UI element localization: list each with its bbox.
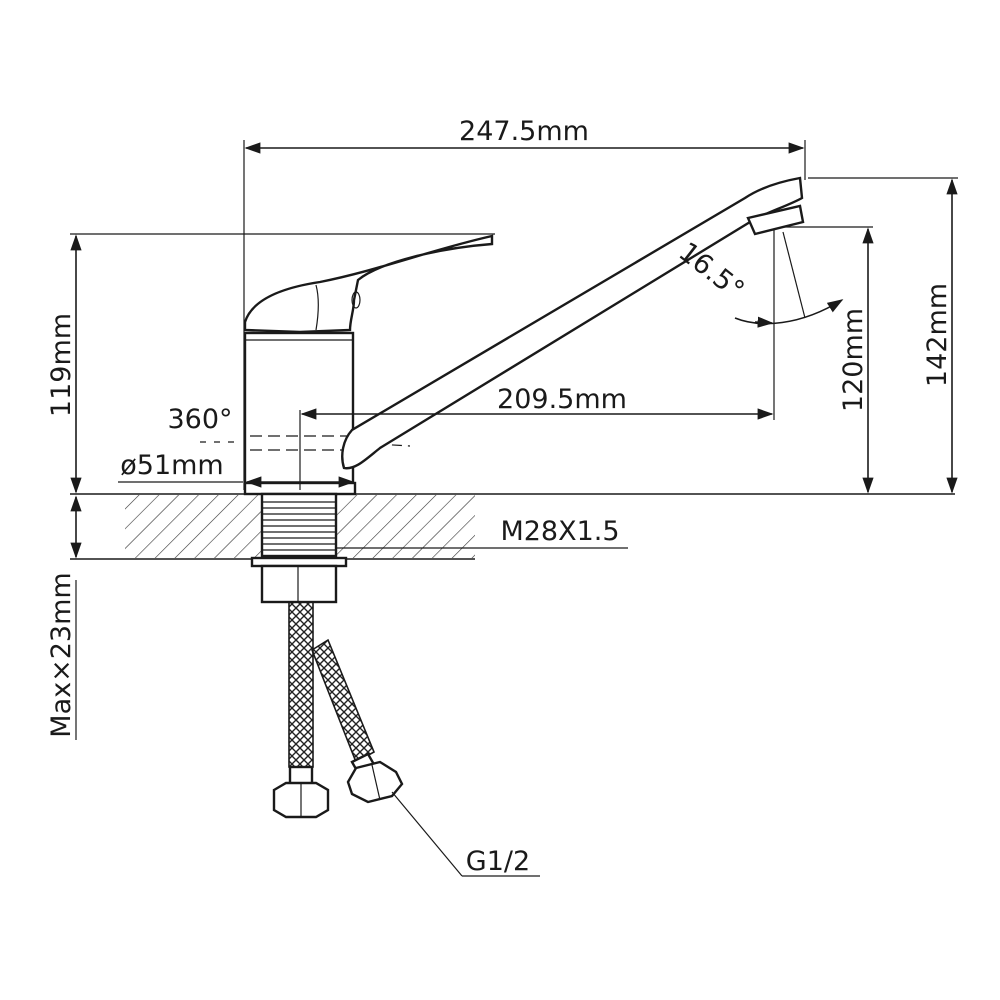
spout-height-label: 120mm bbox=[838, 308, 869, 412]
thread-label: M28X1.5 bbox=[500, 516, 619, 547]
hose-left bbox=[288, 601, 314, 768]
rotation-label: 360° bbox=[167, 404, 232, 435]
dim-spout-height: 120mm bbox=[783, 226, 874, 494]
hose-connection-label: G1/2 bbox=[466, 846, 530, 877]
handle-seam bbox=[315, 284, 319, 331]
aerator bbox=[746, 204, 805, 236]
threaded-shank bbox=[260, 492, 338, 558]
dim-total-length: 247.5mm bbox=[243, 116, 806, 490]
washer bbox=[250, 556, 348, 568]
total-height-label: 142mm bbox=[922, 283, 953, 387]
handle-lever bbox=[243, 234, 494, 334]
dim-counter-thickness: Max×23mm bbox=[46, 495, 82, 740]
handle-pin bbox=[351, 291, 361, 309]
hose-right bbox=[311, 638, 376, 764]
counter-thickness-label: Max×23mm bbox=[46, 572, 77, 737]
dim-thread: M28X1.5 bbox=[336, 516, 628, 549]
dim-spout-angle: 16.5° bbox=[673, 231, 844, 328]
body-cylinder bbox=[243, 331, 355, 485]
total-length-label: 247.5mm bbox=[459, 116, 589, 147]
dim-body-height: 119mm bbox=[46, 233, 495, 494]
dim-hose-connection: G1/2 bbox=[391, 791, 540, 877]
dim-spout-reach: 209.5mm bbox=[299, 230, 775, 490]
thread-lines bbox=[262, 501, 336, 551]
supply-hoses bbox=[272, 601, 404, 819]
dim-base-diameter: ø51mm bbox=[118, 450, 355, 488]
spout bbox=[341, 176, 804, 470]
spout-reach-label: 209.5mm bbox=[497, 384, 627, 415]
hex-nut-right bbox=[346, 760, 404, 804]
faucet-body bbox=[200, 176, 805, 604]
dim-total-height: 142mm bbox=[808, 177, 958, 494]
base-diameter-label: ø51mm bbox=[120, 450, 223, 481]
body-height-label: 119mm bbox=[46, 313, 77, 417]
mounting-nut bbox=[260, 564, 338, 604]
